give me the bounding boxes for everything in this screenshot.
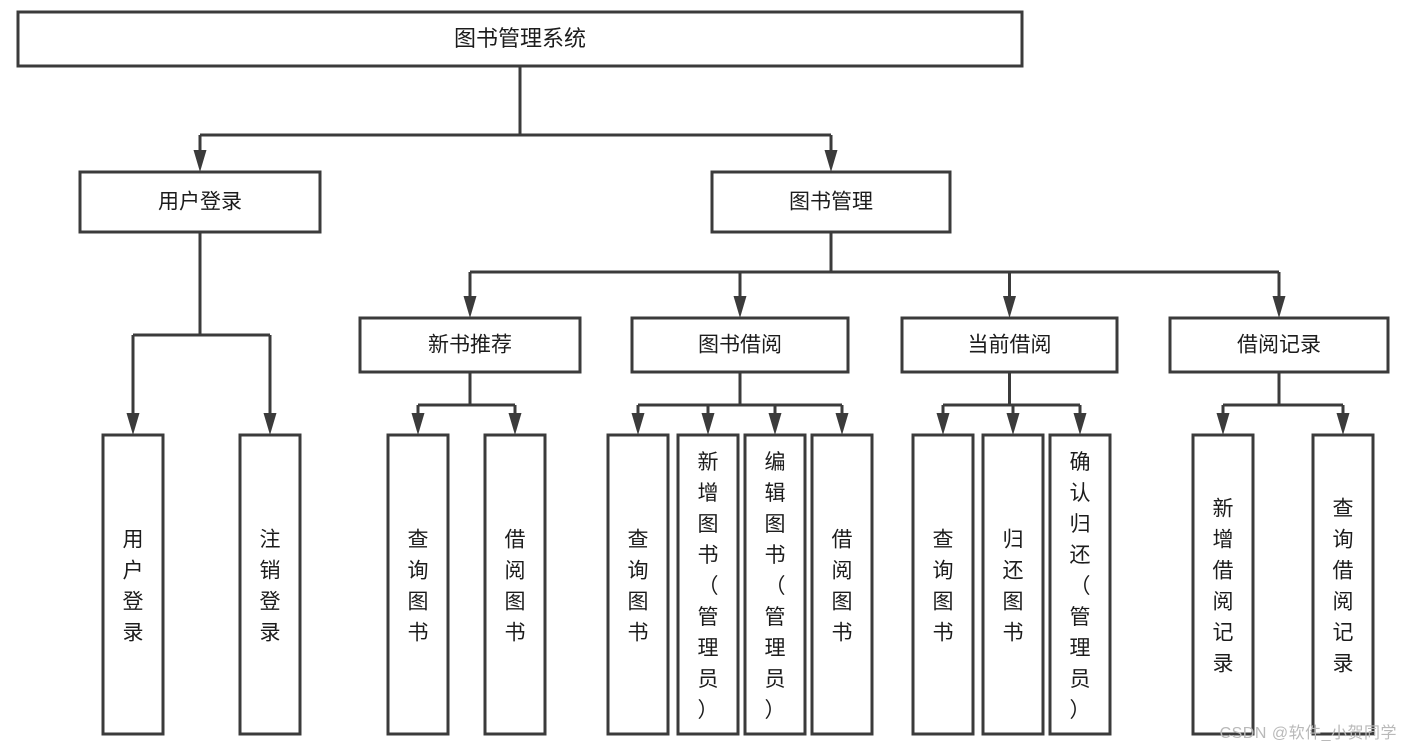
node-label-user-login: 用户登录 [158, 191, 242, 214]
connector-group-book-manage [463, 232, 1286, 318]
arrow-head-icon [193, 150, 207, 172]
connector-group-user-login [126, 232, 277, 435]
arrow-head-icon [1272, 296, 1286, 318]
arrow-head-icon [1216, 413, 1230, 435]
node-label-new-book-rec: 新书推荐 [428, 334, 512, 357]
node-box-user-login [78, 170, 322, 234]
node-current-borrow[interactable]: 当前借阅 [900, 316, 1119, 374]
node-label-leaf-query-book-2: 查询图书 [628, 529, 649, 645]
node-leaf-user-logout[interactable]: 注销登录 [238, 433, 302, 736]
node-layer: 图书管理系统用户登录图书管理新书推荐图书借阅当前借阅借阅记录用户登录注销登录查询… [16, 10, 1390, 736]
arrow-head-icon [263, 413, 277, 435]
node-box-leaf-borrow-book-2 [810, 433, 874, 736]
node-leaf-edit-book[interactable]: 编辑图书（管理员） [743, 433, 807, 736]
node-leaf-borrow-book-2[interactable]: 借阅图书 [810, 433, 874, 736]
node-label-leaf-borrow-book-1: 借阅图书 [505, 529, 526, 645]
arrow-head-icon [733, 296, 747, 318]
node-box-leaf-query-record [1311, 433, 1375, 736]
node-root[interactable]: 图书管理系统 [16, 10, 1024, 68]
arrow-head-icon [1336, 413, 1350, 435]
node-user-login[interactable]: 用户登录 [78, 170, 322, 234]
node-label-leaf-return-book: 归还图书 [1003, 529, 1024, 645]
node-box-leaf-user-login [101, 433, 165, 736]
arrow-head-icon [936, 413, 950, 435]
node-label-leaf-query-record: 查询借阅记录 [1333, 498, 1354, 676]
connector-group-new-book-rec [411, 372, 522, 435]
arrow-head-icon [1003, 296, 1016, 318]
node-box-leaf-edit-book [743, 433, 807, 736]
node-leaf-borrow-book-1[interactable]: 借阅图书 [483, 433, 547, 736]
node-borrow-record[interactable]: 借阅记录 [1168, 316, 1390, 374]
node-leaf-add-book[interactable]: 新增图书（管理员） [676, 433, 740, 736]
node-leaf-query-record[interactable]: 查询借阅记录 [1311, 433, 1375, 736]
node-box-borrow-record [1168, 316, 1390, 374]
node-label-leaf-add-record: 新增借阅记录 [1213, 498, 1234, 676]
node-leaf-return-book[interactable]: 归还图书 [981, 433, 1045, 736]
node-leaf-user-login[interactable]: 用户登录 [101, 433, 165, 736]
node-label-book-borrow: 图书借阅 [698, 334, 782, 357]
node-new-book-rec[interactable]: 新书推荐 [358, 316, 582, 374]
arrow-head-icon [835, 413, 849, 435]
node-box-leaf-return-book [981, 433, 1045, 736]
node-box-leaf-add-record [1191, 433, 1255, 736]
node-label-leaf-user-login: 用户登录 [123, 529, 144, 645]
node-label-leaf-user-logout: 注销登录 [260, 529, 281, 645]
node-leaf-confirm-return[interactable]: 确认归还（管理员） [1048, 433, 1112, 736]
node-label-root: 图书管理系统 [454, 26, 586, 51]
node-book-manage[interactable]: 图书管理 [710, 170, 952, 234]
arrow-head-icon [126, 413, 140, 435]
arrow-head-icon [824, 150, 838, 172]
node-box-new-book-rec [358, 316, 582, 374]
arrow-head-icon [701, 413, 715, 435]
node-label-borrow-record: 借阅记录 [1237, 334, 1321, 357]
node-leaf-query-book-1[interactable]: 查询图书 [386, 433, 450, 736]
node-box-leaf-query-book-3 [911, 433, 975, 736]
node-label-leaf-confirm-return: 确认归还（管理员） [1070, 451, 1091, 722]
connector-group-current-borrow [936, 372, 1087, 435]
node-box-leaf-user-logout [238, 433, 302, 736]
arrow-head-icon [631, 413, 645, 435]
node-box-leaf-add-book [676, 433, 740, 736]
arrow-head-icon [1006, 413, 1020, 435]
arrow-head-icon [768, 413, 782, 435]
connector-layer [126, 66, 1350, 435]
node-label-leaf-query-book-1: 查询图书 [408, 529, 429, 645]
node-box-current-borrow [900, 316, 1119, 374]
node-leaf-query-book-3[interactable]: 查询图书 [911, 433, 975, 736]
node-label-current-borrow: 当前借阅 [968, 334, 1052, 357]
arrow-head-icon [1073, 413, 1087, 435]
node-leaf-query-book-2[interactable]: 查询图书 [606, 433, 670, 736]
node-label-leaf-borrow-book-2: 借阅图书 [832, 529, 853, 645]
node-label-leaf-query-book-3: 查询图书 [933, 529, 954, 645]
node-book-borrow[interactable]: 图书借阅 [630, 316, 850, 374]
node-label-leaf-add-book: 新增图书（管理员） [698, 451, 719, 722]
node-box-root [16, 10, 1024, 68]
node-box-leaf-query-book-1 [386, 433, 450, 736]
connector-group-book-borrow [631, 372, 849, 435]
node-box-leaf-query-book-2 [606, 433, 670, 736]
node-leaf-add-record[interactable]: 新增借阅记录 [1191, 433, 1255, 736]
node-label-leaf-edit-book: 编辑图书（管理员） [765, 451, 786, 722]
node-box-book-borrow [630, 316, 850, 374]
node-box-leaf-confirm-return [1048, 433, 1112, 736]
arrow-head-icon [508, 413, 522, 435]
connector-group-borrow-record [1216, 372, 1350, 435]
connector-group-root [193, 66, 838, 172]
node-box-book-manage [710, 170, 952, 234]
arrow-head-icon [463, 296, 477, 318]
arrow-head-icon [411, 413, 425, 435]
node-label-book-manage: 图书管理 [789, 191, 873, 214]
node-box-leaf-borrow-book-1 [483, 433, 547, 736]
